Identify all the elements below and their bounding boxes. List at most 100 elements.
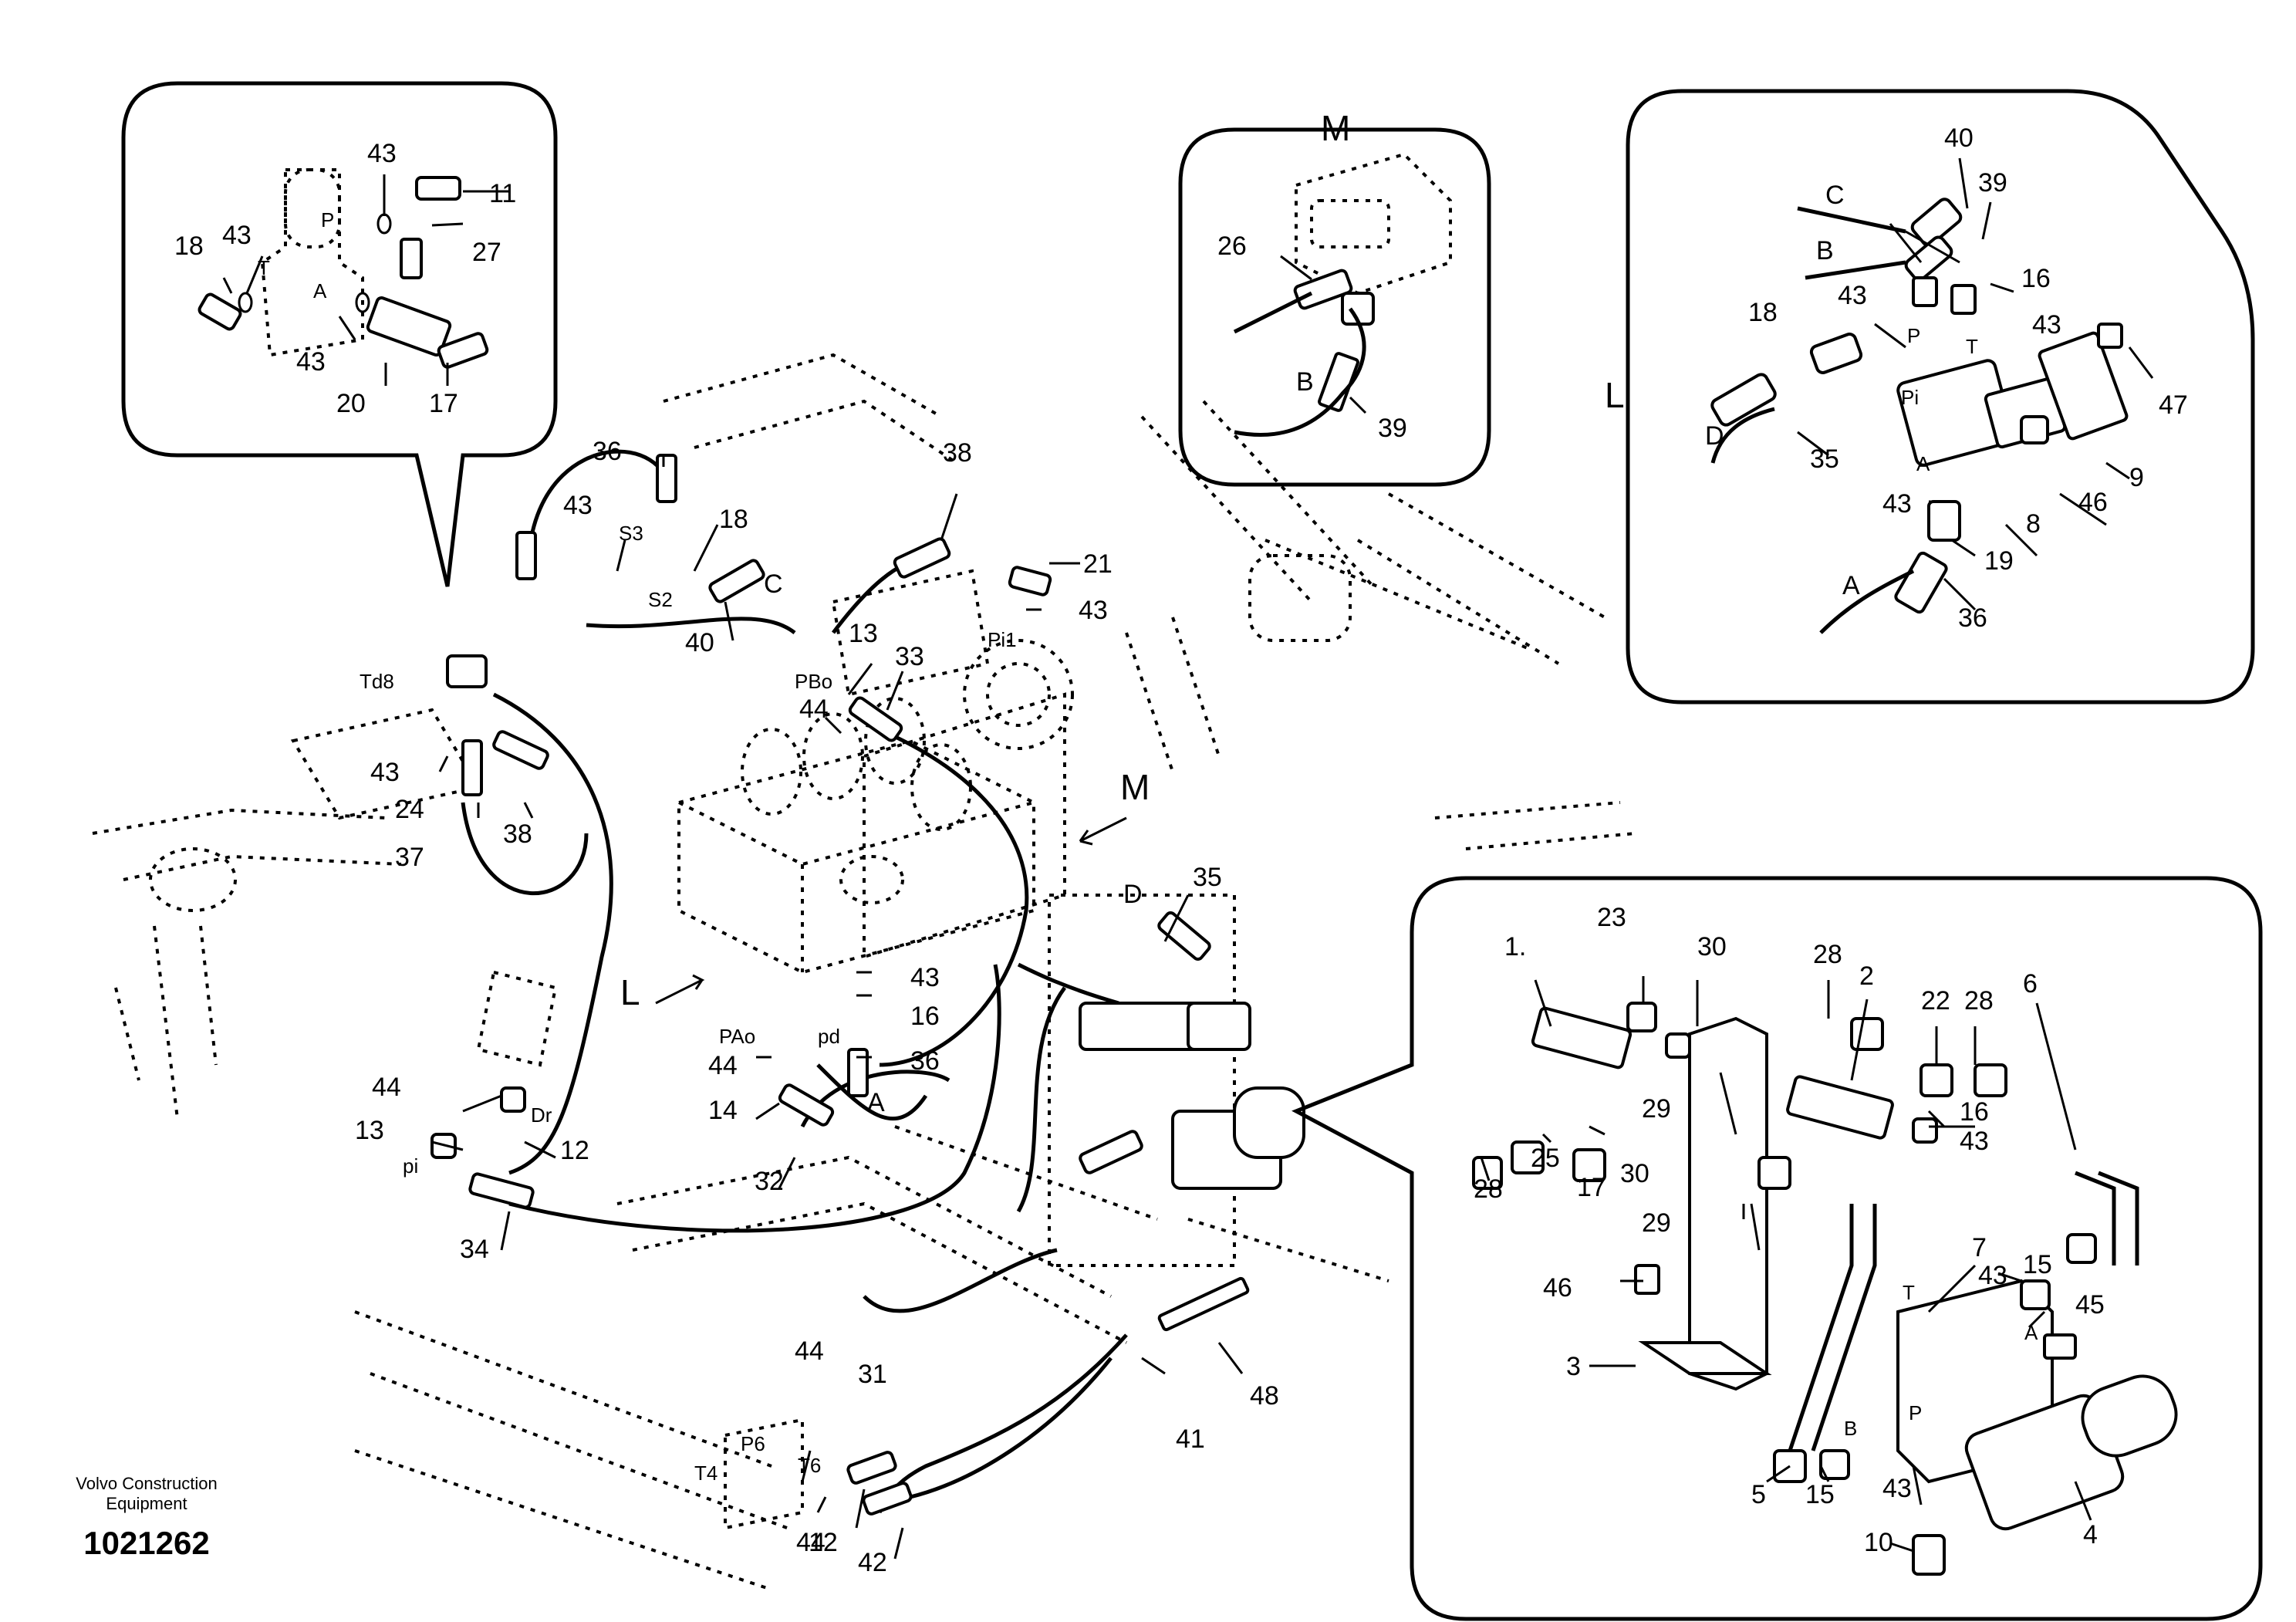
callout-43: 43 — [370, 758, 400, 787]
callout-19: 19 — [1984, 546, 2014, 576]
svg-text:T: T — [1903, 1281, 1915, 1304]
callout-45: 45 — [2075, 1290, 2105, 1320]
svg-text:pd: pd — [818, 1025, 840, 1048]
callout-8: 8 — [2026, 509, 2041, 539]
callout-42: 42 — [858, 1548, 887, 1577]
svg-text:A: A — [1916, 452, 1930, 475]
svg-text:Dr: Dr — [531, 1103, 552, 1127]
callout-10: 10 — [1864, 1528, 1893, 1557]
svg-text:T: T — [258, 256, 270, 279]
svg-text:C: C — [764, 569, 783, 599]
detail-callout-bottomright — [1292, 876, 2263, 1621]
callout-12: 12 — [560, 1136, 589, 1165]
callout-38: 38 — [943, 438, 972, 468]
callout-47: 47 — [2159, 390, 2188, 420]
svg-text:PBo: PBo — [795, 670, 832, 693]
svg-text:P: P — [321, 208, 334, 231]
svg-text:A: A — [867, 1088, 885, 1117]
callout-18: 18 — [719, 505, 748, 534]
callout-46: 46 — [1543, 1273, 1572, 1303]
callout-38: 38 — [503, 819, 532, 849]
callout-43: 43 — [1882, 489, 1912, 519]
svg-text:Pi: Pi — [1901, 386, 1919, 409]
callout-43: 43 — [910, 963, 940, 992]
callout-7: 7 — [1972, 1233, 1987, 1262]
callout-29: 29 — [1642, 1094, 1671, 1124]
callout-44: 44 — [372, 1073, 401, 1102]
svg-text:pi: pi — [403, 1154, 418, 1178]
callout-labels-main: 36 18 43 38 21 43 13 33 44 40 43 24 37 3… — [355, 437, 1279, 1577]
callout-39: 39 — [1378, 414, 1407, 443]
callout-30: 30 — [1620, 1159, 1649, 1188]
callout-25: 25 — [1531, 1144, 1560, 1173]
callout-44: 44 — [796, 1528, 826, 1557]
callout-labels-m-detail: 26 39 — [1217, 231, 1407, 443]
svg-text:B: B — [1296, 367, 1314, 397]
callout-18: 18 — [174, 231, 204, 261]
callout-27: 27 — [472, 238, 501, 267]
svg-text:Pi1: Pi1 — [988, 628, 1017, 651]
callout-24: 24 — [395, 795, 424, 824]
detail-letters: M M L L — [620, 108, 1625, 1012]
leader-lines — [222, 157, 2154, 1559]
callout-43: 43 — [1960, 1127, 1989, 1156]
svg-text:T4: T4 — [694, 1461, 718, 1485]
callout-44: 44 — [708, 1051, 738, 1080]
callout-32: 32 — [755, 1167, 784, 1196]
callout-9: 9 — [2129, 463, 2144, 492]
callout-22: 22 — [1921, 986, 1950, 1015]
callout-29: 29 — [1642, 1208, 1671, 1238]
callout-23: 23 — [1597, 903, 1626, 932]
callout-44: 44 — [795, 1336, 824, 1366]
callout-28: 28 — [1813, 940, 1842, 969]
callout-11: 11 — [489, 179, 516, 208]
callout-43: 43 — [1978, 1261, 2007, 1290]
brand-line-1: Volvo Construction — [76, 1474, 218, 1493]
detail-letter-m: M — [1120, 767, 1150, 807]
callout-37: 37 — [395, 843, 424, 872]
callout-43: 43 — [1079, 596, 1108, 625]
callout-31: 31 — [858, 1360, 887, 1389]
callout-14: 14 — [708, 1096, 738, 1125]
callout-26: 26 — [1217, 231, 1247, 261]
callout-5: 5 — [1751, 1480, 1766, 1509]
main-fittings — [430, 454, 1305, 1530]
callout-30: 30 — [1697, 932, 1727, 961]
callout-40: 40 — [685, 628, 714, 657]
brand-line-2: Equipment — [106, 1494, 187, 1513]
callout-43: 43 — [296, 347, 326, 377]
callout-6: 6 — [2023, 969, 2038, 999]
callout-35: 35 — [1810, 444, 1839, 474]
direction-arrows — [655, 816, 1127, 1005]
callout-28: 28 — [1964, 986, 1994, 1015]
svg-text:T: T — [1966, 335, 1978, 358]
svg-text:Td8: Td8 — [360, 670, 394, 693]
callout-43: 43 — [367, 139, 397, 168]
callout-labels-l-detail: 40 39 16 43 43 18 47 35 46 9 8 43 19 36 — [1748, 123, 2188, 633]
callout-4: 4 — [2083, 1520, 2098, 1549]
callout-43: 43 — [1882, 1474, 1912, 1503]
callout-15: 15 — [2023, 1250, 2052, 1279]
callout-15: 15 — [1805, 1480, 1835, 1509]
callout-16: 16 — [910, 1002, 940, 1031]
svg-text:P6: P6 — [741, 1432, 765, 1455]
detail-callout-topleft — [121, 81, 558, 587]
callout-18: 18 — [1748, 298, 1778, 327]
callout-20: 20 — [336, 389, 366, 418]
footer-brand-block: Volvo Construction Equipment 1021262 — [46, 1474, 247, 1562]
callout-44: 44 — [799, 694, 829, 724]
callout-33: 33 — [895, 642, 924, 671]
callout-39: 39 — [1978, 168, 2007, 198]
svg-text:B: B — [1844, 1417, 1857, 1440]
port-labels: P T A P T Pi A Pi1 PBo PAo pd Dr pi Td8 … — [258, 181, 2038, 1485]
svg-text:D: D — [1123, 880, 1143, 909]
callout-17: 17 — [1577, 1173, 1606, 1202]
callout-13: 13 — [355, 1116, 384, 1145]
svg-text:S3: S3 — [619, 522, 643, 545]
callout-36: 36 — [910, 1046, 940, 1076]
svg-text:C: C — [1825, 181, 1845, 210]
callout-43: 43 — [2032, 310, 2061, 340]
callout-36: 36 — [1958, 603, 1987, 633]
callout-43: 43 — [563, 491, 593, 520]
